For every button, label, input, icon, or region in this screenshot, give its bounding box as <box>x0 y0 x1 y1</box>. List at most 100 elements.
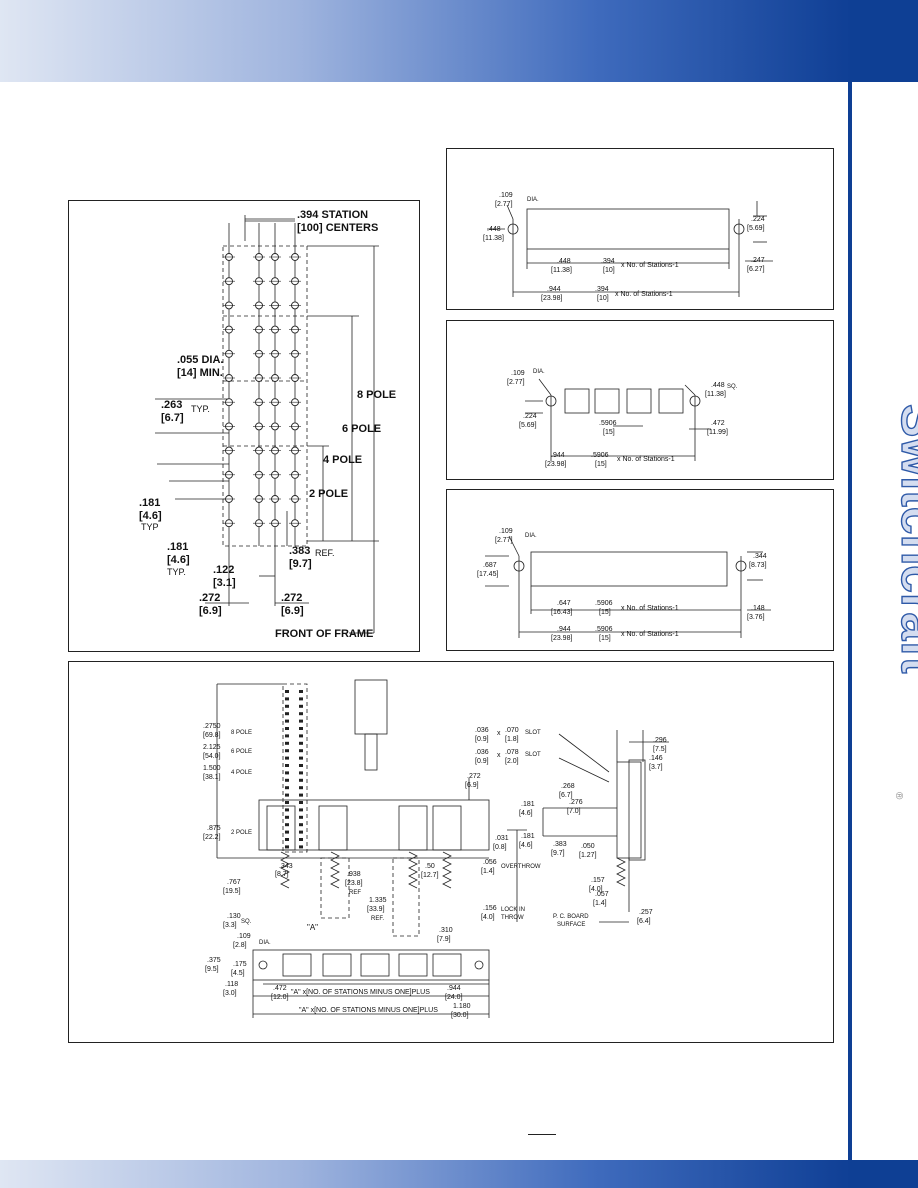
terminal-pin <box>299 749 303 753</box>
dim-118-mm: [3.0] <box>223 990 237 997</box>
dim-181-a-typ: TYP <box>141 522 159 532</box>
dia-value-mm: [2.8] <box>233 942 247 949</box>
dim-938: .938 <box>347 871 361 878</box>
dim-310-mm: [7.9] <box>437 936 451 943</box>
terminal-pin <box>299 719 303 723</box>
formula-1: "A" x[NO. OF STATIONS MINUS ONE]PLUS <box>291 989 430 996</box>
dia-note: .055 DIA. <box>177 354 223 366</box>
terminal-pin <box>299 741 303 745</box>
terminal-pin <box>285 793 289 797</box>
formula-1-b: .394 <box>601 258 615 265</box>
terminal-pin <box>299 793 303 797</box>
slot-1-x: x <box>497 730 501 737</box>
terminal-pin <box>285 778 289 782</box>
dim-767: .767 <box>227 879 241 886</box>
formula-2-b: .394 <box>595 286 609 293</box>
terminal-pin <box>285 808 289 812</box>
terminal-pin <box>299 786 303 790</box>
formula-2-value: 1.180 <box>453 1003 471 1010</box>
formula-2-a: .944 <box>547 286 561 293</box>
height-2-pole-mm: [22.2] <box>203 834 221 841</box>
pole-6-label: 6 POLE <box>342 423 381 435</box>
slot-2-b: .078 <box>505 749 519 756</box>
dim-272: .272 <box>467 773 481 780</box>
formula-2-a-mm: [23.98] <box>551 635 572 642</box>
height-6-pole: 2.125 <box>203 744 221 751</box>
terminal-pin <box>299 845 303 849</box>
dim-181-a: .181 <box>521 801 535 808</box>
dim-122: .122 <box>213 564 234 576</box>
typ-263-mm: [6.7] <box>161 412 184 424</box>
dia-label: DIA. <box>533 369 545 375</box>
dia-label: DIA. <box>525 533 537 539</box>
a-label: "A" <box>307 923 318 932</box>
pole-4-label: 4 POLE <box>323 454 362 466</box>
formula-b-mm: [15] <box>595 461 607 468</box>
terminal-pin <box>285 756 289 760</box>
dim-50-mm: [12.7] <box>421 872 439 879</box>
dim-272-left-mm: [6.9] <box>199 605 222 617</box>
terminal-pin <box>299 697 303 701</box>
lockin-value-mm: [4.0] <box>481 914 495 921</box>
lockin-value: .156 <box>483 905 497 912</box>
formula-2-b: .5906 <box>595 626 613 633</box>
dim-272-right: .272 <box>281 592 302 604</box>
dim-157: .157 <box>591 877 605 884</box>
dia-value-mm: [2.77] <box>495 201 513 208</box>
formula-1-a: .647 <box>557 600 571 607</box>
dim-031: .031 <box>495 835 509 842</box>
terminal-pin <box>285 749 289 753</box>
slot-2-b-mm: [2.0] <box>505 758 519 765</box>
dim-122-mm: [3.1] <box>213 577 236 589</box>
dim-247: .247 <box>751 257 765 264</box>
dim-344: .344 <box>753 553 767 560</box>
panel-cutout-square: .109 [2.77] DIA. .224 [5.69] .5906 [15] … <box>446 320 834 480</box>
dim-181-a-mm: [4.6] <box>519 810 533 817</box>
slot-1-mm: [0.9] <box>475 736 489 743</box>
formula-1-b-mm: [10] <box>603 267 615 274</box>
terminal-pin <box>285 727 289 730</box>
dim-276: .276 <box>569 799 583 806</box>
dim-050: .050 <box>581 843 595 850</box>
terminal-pin <box>299 830 303 834</box>
formula-1-tail: x No. of Stations-1 <box>621 262 679 269</box>
dim-375: .375 <box>207 957 221 964</box>
dia-label: DIA. <box>259 940 271 946</box>
dim-148: .148 <box>751 605 765 612</box>
dim-181-b-mm: [4.6] <box>519 842 533 849</box>
dim-50: .50 <box>425 863 435 870</box>
formula-a: .944 <box>551 452 565 459</box>
hole-grid <box>223 253 301 528</box>
square-dim-mm: [11.38] <box>705 391 726 398</box>
terminal-pin <box>285 801 289 804</box>
panel-switch-assembly: .2750 [69.8] 8 POLE 2.125 [54.0] 6 POLE … <box>68 661 834 1043</box>
terminal-pin <box>299 764 303 767</box>
formula-2-value-mm: [30.0] <box>451 1012 469 1019</box>
slot-1: .036 <box>475 727 489 734</box>
formula-tail: x No. of Stations-1 <box>617 456 675 463</box>
formula-2-b-mm: [10] <box>597 295 609 302</box>
dim-148-mm: [3.76] <box>747 614 765 621</box>
dim-938-ref: REF <box>349 890 361 896</box>
dim-057: .057 <box>595 891 609 898</box>
square-dim: .448 <box>711 382 725 389</box>
dia-value: .109 <box>499 528 513 535</box>
formula-a-mm: [23.98] <box>545 461 566 468</box>
formula-1-b-mm: [15] <box>599 609 611 616</box>
terminal-pin <box>299 704 303 708</box>
dim-687-mm: [17.45] <box>477 571 498 578</box>
dia-value-mm: [2.77] <box>507 379 525 386</box>
height-4-pole: 1.500 <box>203 765 221 772</box>
dim-1335-mm: [33.9] <box>367 906 385 913</box>
dim-257-mm: [6.4] <box>637 918 651 925</box>
dim-5906-mm: [15] <box>603 429 615 436</box>
dim-767-mm: [19.5] <box>223 888 241 895</box>
terminal-pin <box>299 815 303 819</box>
slot-2-x: x <box>497 752 501 759</box>
lockin-label: LOCK IN <box>501 907 525 913</box>
terminal-pin <box>285 815 289 819</box>
square-label: SQ. <box>727 384 738 390</box>
dim-448-mm: [11.38] <box>483 235 504 242</box>
dim-175: .175 <box>233 961 247 968</box>
formula-1-a: .448 <box>557 258 571 265</box>
